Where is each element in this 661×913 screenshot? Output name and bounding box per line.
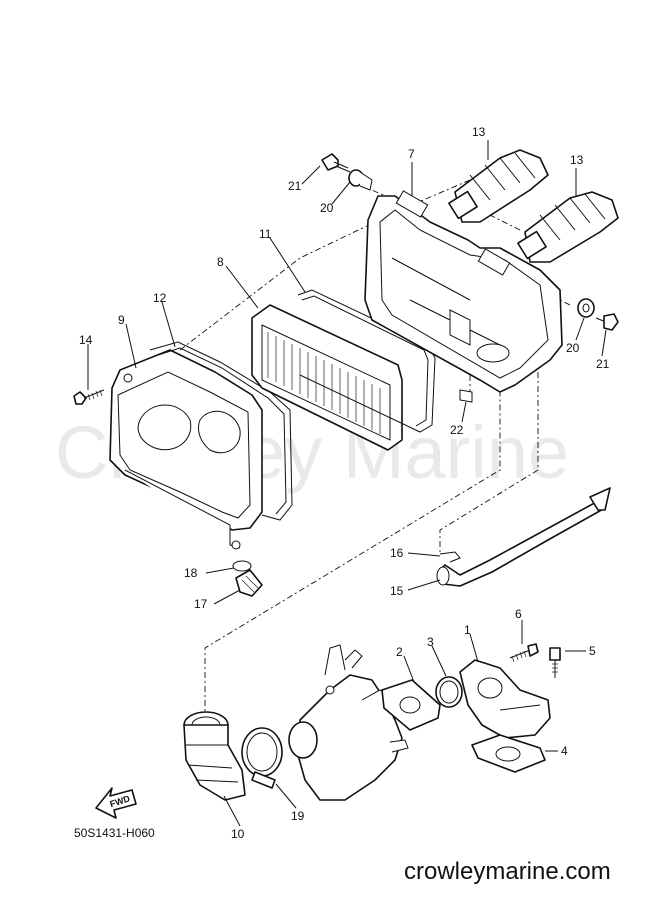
band-clamp-part	[241, 727, 283, 789]
callout-7: 7	[408, 147, 415, 161]
callout-labels: 13 13 7 21 20 11 8 12 9 14 22 20 21 16 1…	[79, 125, 610, 841]
manifold-gasket-part	[471, 734, 546, 773]
callout-3: 3	[427, 635, 434, 649]
bolt-6-part	[509, 643, 539, 663]
drawing-code: 50S1431-H060	[74, 826, 155, 840]
hose-clamp-part	[439, 551, 461, 563]
callout-19: 19	[291, 809, 305, 823]
callout-2: 2	[396, 645, 403, 659]
callout-14: 14	[79, 333, 93, 347]
cover-gasket-part	[149, 341, 293, 521]
collar-upper-part	[348, 169, 373, 191]
o-ring-part	[435, 676, 463, 708]
callout-22: 22	[450, 423, 464, 437]
bolt-upper-part	[321, 153, 351, 173]
intake-cover-part	[109, 349, 263, 550]
callout-18: 18	[184, 566, 198, 580]
callout-17: 17	[194, 597, 208, 611]
carburetor-part	[288, 644, 409, 801]
callout-4: 4	[561, 744, 568, 758]
intake-duct-upper-part	[448, 149, 549, 223]
callout-20-right: 20	[566, 341, 580, 355]
breather-hose-part	[436, 487, 611, 587]
filter-seal-part	[297, 289, 436, 433]
callout-15: 15	[390, 584, 404, 598]
clip-part	[459, 389, 473, 403]
callout-20-upper: 20	[320, 201, 334, 215]
silencer-case-part	[364, 190, 563, 393]
callout-8: 8	[217, 255, 224, 269]
callout-9: 9	[118, 313, 125, 327]
drain-plug-part	[235, 569, 263, 597]
bolt-right-part	[595, 313, 619, 331]
callout-16: 16	[390, 546, 404, 560]
callout-13-upper: 13	[472, 125, 486, 139]
callout-1: 1	[464, 623, 471, 637]
callout-13-lower: 13	[570, 153, 584, 167]
bolt-5-part	[549, 647, 561, 678]
callout-21-right: 21	[596, 357, 610, 371]
callout-5: 5	[589, 644, 596, 658]
leader-lines	[87, 140, 607, 827]
forward-direction-arrow: FWD	[95, 787, 137, 819]
insulator-part	[381, 679, 441, 731]
intake-manifold-part	[459, 659, 551, 739]
screw-part	[73, 389, 105, 405]
callout-6: 6	[515, 607, 522, 621]
callout-10: 10	[231, 827, 245, 841]
footer-url: crowleymarine.com	[404, 858, 611, 885]
callout-11: 11	[259, 227, 272, 241]
callout-21-upper: 21	[288, 179, 302, 193]
intake-duct-lower-part	[517, 191, 619, 263]
drain-clip-part	[232, 560, 252, 572]
intake-joint-part	[183, 711, 246, 801]
air-filter-part	[251, 304, 403, 451]
collar-right-part	[577, 298, 595, 318]
callout-12: 12	[153, 291, 167, 305]
